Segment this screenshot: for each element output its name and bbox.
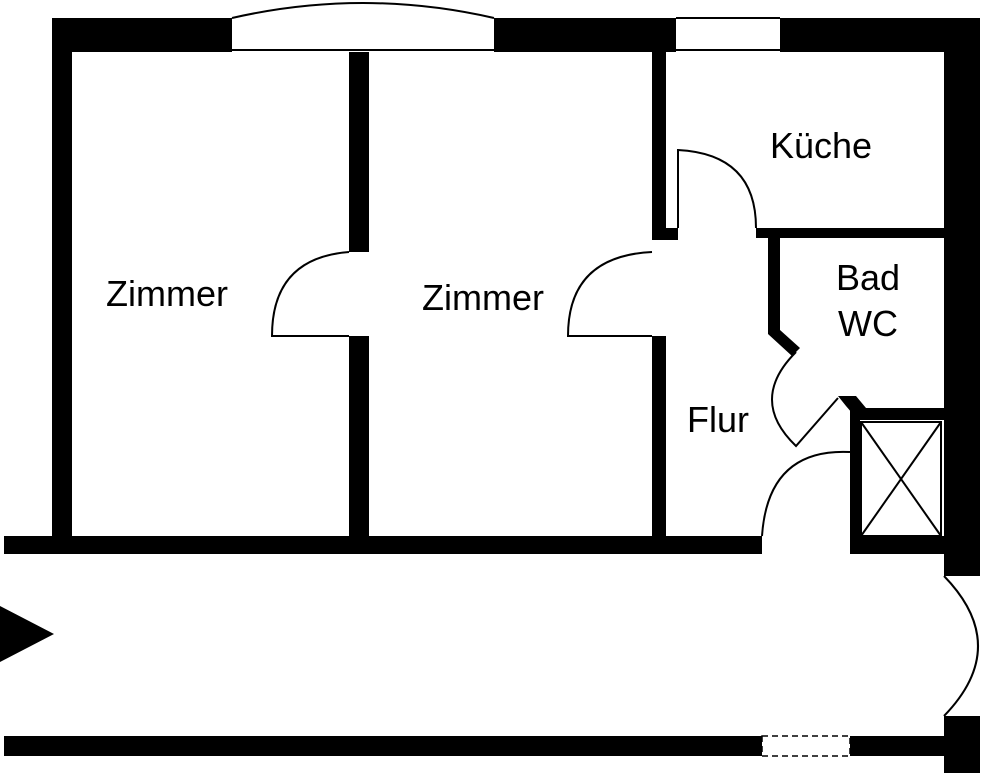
door-zimmer-left <box>270 251 350 337</box>
door-bad <box>771 351 839 448</box>
shaft <box>860 421 942 537</box>
room-labels: Zimmer Zimmer Küche Bad WC Flur <box>106 125 900 440</box>
label-zimmer-right: Zimmer <box>422 277 544 318</box>
dashed-opening <box>761 735 851 757</box>
door-entrance <box>761 450 851 537</box>
label-wc: WC <box>838 303 898 344</box>
label-kueche: Küche <box>770 125 872 166</box>
interior-walls <box>349 52 944 538</box>
door-zimmer-right <box>566 251 653 337</box>
door-kueche <box>677 148 757 229</box>
window-top-left <box>231 2 495 51</box>
label-zimmer-left: Zimmer <box>106 273 228 314</box>
outer-walls <box>52 18 980 773</box>
corridor-walls <box>4 536 944 757</box>
label-bad: Bad <box>836 257 900 298</box>
label-flur: Flur <box>687 399 749 440</box>
windows <box>231 2 979 717</box>
window-top-right <box>676 17 780 51</box>
window-right-hall <box>943 575 979 717</box>
entrance-arrow-icon <box>0 606 54 662</box>
doors <box>270 148 851 537</box>
